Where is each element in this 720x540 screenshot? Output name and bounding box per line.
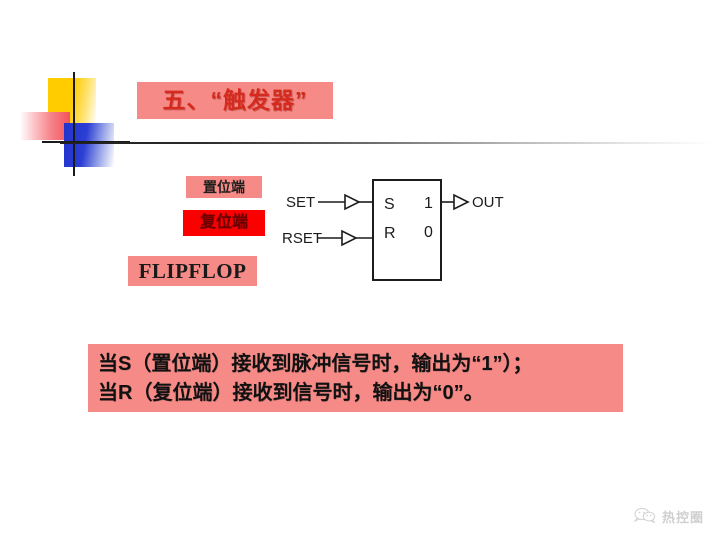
label-reset-terminal: 复位端 (183, 210, 265, 236)
statement-line-1: 当S（置位端）接收到脉冲信号时，输出为“1”）； (98, 353, 533, 375)
label-reset-terminal-text: 复位端 (199, 214, 248, 231)
rset-arrow-icon (341, 229, 358, 247)
diagram-rset-label: RSET (282, 230, 322, 247)
decorative-cross-vertical (73, 72, 75, 176)
label-flipflop-text: FLIPFLOP (138, 258, 247, 283)
diagram-port-r: R (384, 225, 396, 242)
label-set-terminal-text: 置位端 (203, 179, 245, 195)
page-title-band: 五、“触发器” (137, 82, 333, 119)
flipflop-box (372, 179, 442, 281)
diagram-set-label: SET (286, 194, 315, 211)
out-arrow-icon (453, 193, 470, 211)
flipflop-block-diagram: SET RSET S R 1 0 OUT (282, 176, 512, 286)
header-divider (60, 142, 712, 144)
statement-line-2: 当R（复位端）接收到信号时，输出为“0”。 (98, 382, 484, 404)
watermark: 热控圈 (633, 507, 704, 528)
label-flipflop: FLIPFLOP (128, 256, 257, 286)
wechat-icon (633, 507, 657, 528)
set-arrow-icon (344, 193, 361, 211)
decorative-square-blue (64, 123, 114, 167)
decorative-squares-graphic (20, 72, 130, 177)
decorative-square-red (20, 112, 70, 140)
label-set-terminal: 置位端 (186, 176, 262, 198)
diagram-out-label: OUT (472, 194, 504, 211)
diagram-output-one: 1 (424, 195, 433, 212)
diagram-port-s: S (384, 196, 395, 213)
page-title: 五、“触发器” (162, 87, 308, 113)
diagram-output-zero: 0 (424, 224, 433, 241)
watermark-text: 热控圈 (661, 510, 704, 525)
statement-block: 当S（置位端）接收到脉冲信号时，输出为“1”）； 当R（复位端）接收到信号时，输… (88, 344, 623, 412)
